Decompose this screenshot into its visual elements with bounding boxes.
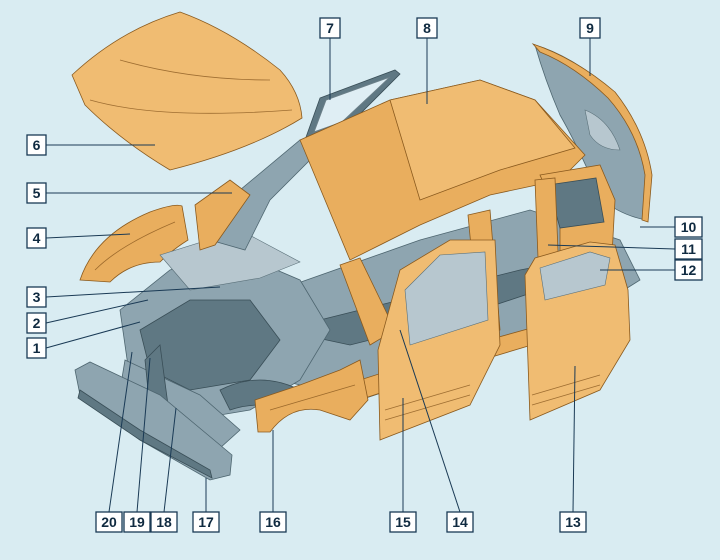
callout-18-text: 18 xyxy=(156,514,172,530)
callout-20-text: 20 xyxy=(101,514,117,530)
callout-18: 18 xyxy=(150,511,178,533)
hood-panel xyxy=(71,11,303,171)
callout-11: 11 xyxy=(674,238,703,260)
leader-3 xyxy=(45,286,221,298)
callout-20: 20 xyxy=(95,511,123,533)
callout-17-text: 17 xyxy=(198,514,214,530)
leader-lines xyxy=(45,38,676,513)
leader-4 xyxy=(45,233,131,239)
callout-5-text: 5 xyxy=(33,185,41,201)
leader-19 xyxy=(136,357,151,513)
leader-20 xyxy=(108,351,133,513)
callout-7: 7 xyxy=(319,17,341,39)
callout-9-text: 9 xyxy=(586,20,594,36)
callout-12-text: 12 xyxy=(681,262,697,278)
callout-6-text: 6 xyxy=(33,137,41,153)
callout-1-text: 1 xyxy=(33,340,41,356)
callout-6: 6 xyxy=(26,134,47,156)
leader-13 xyxy=(572,365,576,513)
callout-16-text: 16 xyxy=(265,514,281,530)
callout-13-text: 13 xyxy=(565,514,581,530)
callout-3-text: 3 xyxy=(33,289,41,305)
front-bumper-reinforcement xyxy=(74,361,233,481)
rear-door-panel xyxy=(524,241,631,421)
callout-9: 9 xyxy=(579,17,601,39)
windshield-glass xyxy=(304,69,401,141)
tailgate-panel xyxy=(531,43,653,223)
callout-1: 1 xyxy=(26,337,47,359)
callout-13: 13 xyxy=(559,511,587,533)
callout-11-text: 11 xyxy=(681,241,696,257)
callout-19-text: 19 xyxy=(129,514,145,530)
callout-15-text: 15 xyxy=(395,514,411,530)
callout-10: 10 xyxy=(674,216,703,238)
callout-8-text: 8 xyxy=(423,20,431,36)
leader-1 xyxy=(45,321,141,349)
leader-18 xyxy=(163,407,177,513)
callout-17: 17 xyxy=(192,511,220,533)
leader-14 xyxy=(399,329,461,513)
callout-16: 16 xyxy=(259,511,287,533)
front-wing-panel xyxy=(254,359,369,433)
callout-3: 3 xyxy=(26,286,47,308)
callout-19: 19 xyxy=(123,511,151,533)
callout-2-text: 2 xyxy=(33,315,41,331)
callout-8: 8 xyxy=(416,17,438,39)
callout-10-text: 10 xyxy=(681,219,697,235)
callout-4: 4 xyxy=(26,227,47,249)
callout-5: 5 xyxy=(26,182,47,204)
callout-2: 2 xyxy=(26,312,47,334)
callout-15: 15 xyxy=(389,511,417,533)
front-door-panel xyxy=(377,239,501,441)
callout-12: 12 xyxy=(674,259,703,281)
leader-11 xyxy=(547,244,676,250)
callout-14-text: 14 xyxy=(452,514,468,530)
callout-14: 14 xyxy=(446,511,474,533)
callout-4-text: 4 xyxy=(33,230,41,246)
leader-2 xyxy=(45,299,149,324)
callout-7-text: 7 xyxy=(326,20,334,36)
